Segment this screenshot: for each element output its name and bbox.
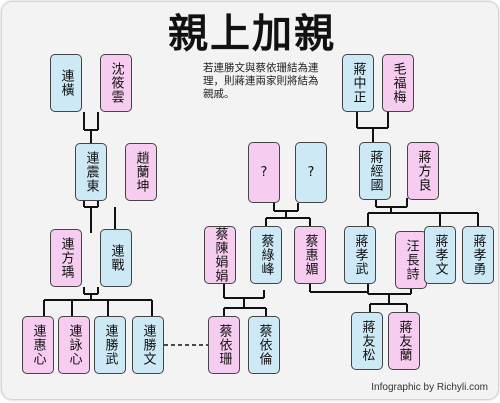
credit-text: Infographic by Richyli.com: [371, 382, 488, 393]
person-wang-chang-shih: 汪長詩: [395, 231, 427, 289]
caption-text: 若連勝文與蔡依珊結為連理，則蔣連兩家則將結為親戚。: [203, 62, 319, 100]
person-chiang-hsiao-wen: 蔣孝文: [424, 226, 456, 284]
person-lian-zhan: 連戰: [100, 229, 132, 287]
person-chiang-fang-liang: 蔣方良: [407, 142, 439, 200]
person-unknown-mother: ?: [248, 142, 280, 203]
person-chiang-yu-sung: 蔣友松: [351, 312, 383, 370]
person-lian-yong-xin: 連詠心: [58, 316, 90, 374]
person-cai-chen-juan-juan: 蔡陳娟娟: [204, 226, 236, 284]
person-mao-fu-mei: 毛福梅: [382, 54, 414, 112]
person-lian-heng: 連橫: [50, 54, 82, 112]
line-lian-heng-family: [83, 112, 99, 143]
page-title: 親上加親: [168, 10, 336, 57]
person-shen-shao-yun: 沈筱雲: [100, 54, 132, 112]
person-lian-hui-xin: 連惠心: [22, 316, 54, 374]
line-lian-zhan-family: [43, 287, 153, 316]
person-lian-sheng-wu: 連勝武: [94, 316, 126, 374]
line-chiang-hsiaowu-family: [367, 284, 412, 312]
person-lian-sheng-wen: 連勝文: [132, 316, 164, 374]
relationship-lines: [43, 112, 479, 346]
person-cai-lu-feng: 蔡綠峰: [250, 226, 282, 284]
person-lian-zhen-dong: 連震東: [75, 143, 107, 201]
person-chiang-chung-cheng: 蔣中正: [342, 54, 374, 112]
person-chiang-ching-kuo: 蔣經國: [359, 142, 391, 200]
line-cai-lufeng-family: [223, 284, 267, 316]
person-chiang-hsiao-wu: 蔣孝武: [344, 226, 376, 284]
person-unknown-father: ?: [295, 142, 327, 203]
line-chiang-chingkuo-family: [367, 198, 479, 226]
line-lian-zhendong-family: [83, 200, 116, 233]
person-cai-yi-shan: 蔡依珊: [208, 316, 240, 374]
person-chiang-hsiao-yung: 蔣孝勇: [462, 226, 494, 284]
person-chiang-yu-lan: 蔣友蘭: [388, 312, 420, 370]
person-cai-yi-lun: 蔡依倫: [248, 316, 280, 374]
family-tree-infographic: 親上加親 若連勝文與蔡依珊結為連理，則蔣連兩家則將結為親戚。 連橫 沈筱雲 連震…: [2, 2, 498, 399]
line-chiang-chungcheng-family: [356, 112, 389, 142]
person-cai-hui-mei: 蔡惠媚: [294, 226, 326, 284]
person-lian-fang-yu: 連方瑀: [50, 229, 82, 287]
line-cai-parents: [265, 203, 311, 226]
line-cai-huimei-marriage: [309, 284, 368, 293]
person-zhao-lan-kun: 趙蘭坤: [125, 143, 157, 201]
